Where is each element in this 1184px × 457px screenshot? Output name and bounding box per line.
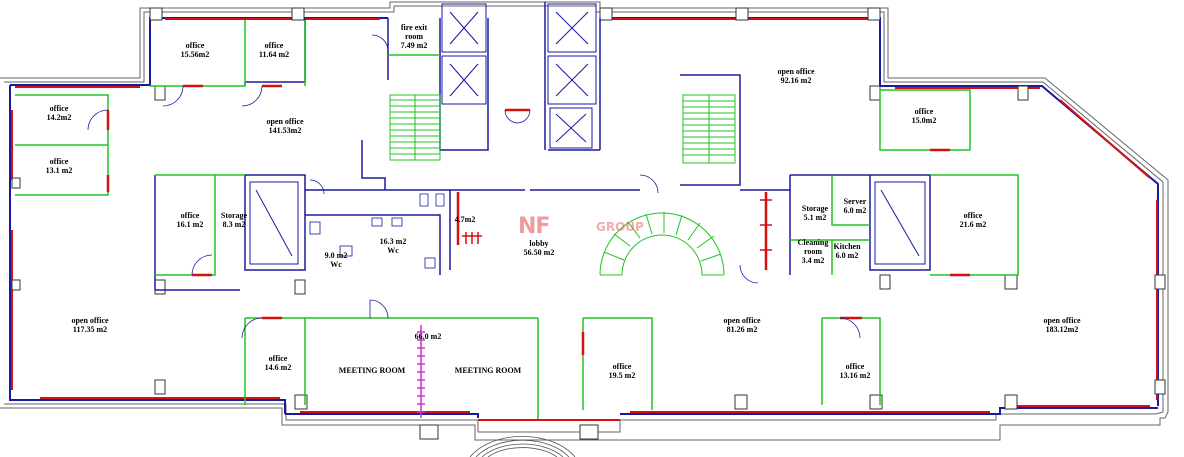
columns: [11, 7, 1166, 440]
staircase-left: [389, 94, 441, 161]
dimension-line: [417, 325, 425, 418]
windows: [11, 18, 1158, 413]
staircase-right: [682, 94, 736, 164]
fixture-marks: [462, 199, 772, 251]
room-meeting-room-1: MEETING ROOM: [338, 366, 406, 375]
room-meeting-room-2: MEETING ROOM: [454, 366, 522, 375]
wc-fixtures: [309, 193, 445, 269]
interior-walls: [154, 2, 931, 291]
entrance-steps: [469, 419, 620, 457]
spiral-staircase: [599, 212, 725, 276]
watermark-brand: NF: [518, 214, 550, 239]
elevators: [249, 3, 926, 265]
building-outline: [0, 1, 1169, 441]
watermark-suffix: GROUP: [596, 220, 644, 234]
door-swings: [87, 34, 861, 339]
room-meeting-66: 66.0 m2: [414, 332, 442, 341]
room-4-7: 4.7m2: [454, 215, 476, 224]
partitions: [15, 20, 1019, 420]
doors: [106, 84, 970, 355]
